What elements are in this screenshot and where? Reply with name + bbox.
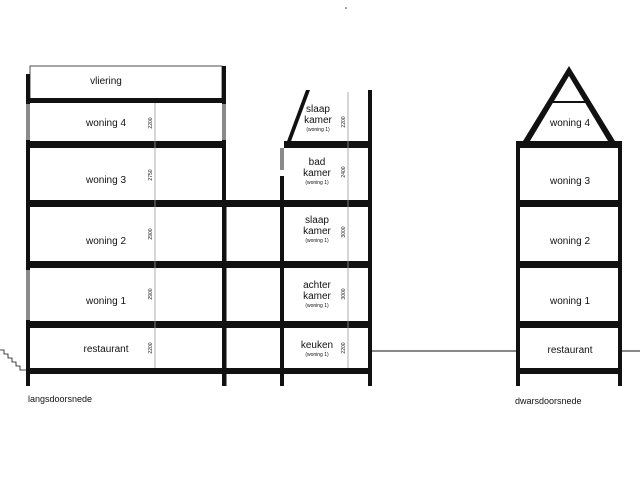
room-sublabel: (woning 1)	[305, 180, 329, 186]
connector	[225, 176, 284, 386]
dimension-label: 2200	[341, 116, 347, 127]
window	[26, 104, 30, 140]
dimension-label: 2200	[341, 342, 347, 353]
vliering-label: vliering	[90, 76, 122, 87]
wall	[222, 66, 226, 386]
floor-slab	[284, 321, 372, 328]
floor-slab	[26, 321, 226, 328]
floor-slab	[516, 321, 622, 328]
room-sublabel: (woning 1)	[305, 238, 329, 244]
window	[280, 148, 284, 170]
sloped-roof	[286, 90, 310, 144]
floor-slab	[226, 321, 282, 328]
middle-section	[280, 90, 372, 386]
caption-dwarsdoorsnede: dwarsdoorsnede	[515, 396, 582, 406]
floor-slab	[516, 141, 622, 148]
room-label-line: slaap	[306, 104, 330, 115]
floor-slab	[516, 261, 622, 268]
floor-slab	[284, 261, 372, 268]
room-label: woning 4	[549, 118, 590, 129]
wall	[280, 176, 284, 386]
dimension-label: 2400	[341, 166, 347, 177]
floor-slab	[26, 368, 226, 374]
room-label: woning 2	[549, 236, 590, 247]
room-sublabel: (woning 1)	[306, 127, 330, 133]
floor-slab	[282, 368, 372, 374]
floor-slab	[26, 261, 226, 268]
dimension-label: 2900	[148, 228, 154, 239]
gable-roof	[520, 66, 618, 146]
right-section	[516, 66, 622, 386]
floor-slab	[284, 200, 372, 207]
room-label-line: kamer	[304, 115, 332, 126]
floor-slab	[516, 368, 622, 374]
dimension-label: 3000	[341, 226, 347, 237]
floor-slab	[226, 200, 282, 207]
room-label-line: kamer	[303, 291, 331, 302]
stair	[0, 349, 26, 371]
room-label: woning 3	[549, 176, 590, 187]
room-label: woning 1	[85, 296, 126, 307]
stray-dot	[345, 7, 347, 9]
window	[26, 270, 30, 320]
wall	[26, 74, 30, 386]
vliering-outline	[29, 65, 223, 101]
floor-slab	[26, 200, 226, 207]
wall	[368, 90, 372, 386]
floor-slab	[226, 368, 282, 374]
room-label: woning 2	[85, 236, 126, 247]
floor-slab	[26, 98, 226, 103]
floor-slab	[516, 200, 622, 207]
room-label-line: bad	[309, 157, 326, 168]
dimension-label: 2200	[148, 342, 154, 353]
room-label-line: achter	[303, 280, 331, 291]
window	[222, 104, 226, 140]
room-label-line: keuken	[301, 340, 333, 351]
room-label: woning 4	[85, 118, 126, 129]
room-label-line: kamer	[303, 226, 331, 237]
room-label: woning 1	[549, 296, 590, 307]
dimension-label: 2200	[148, 117, 154, 128]
room-sublabel: (woning 1)	[305, 303, 329, 309]
room-label-line: slaap	[305, 215, 329, 226]
room-sublabel: (woning 1)	[305, 352, 329, 358]
room-label: restaurant	[83, 344, 128, 355]
dimension-label: 2750	[148, 169, 154, 180]
room-label-line: kamer	[303, 168, 331, 179]
dimension-label: 2900	[148, 288, 154, 299]
floor-slab	[226, 261, 282, 268]
left-section	[0, 65, 226, 386]
floor-slab	[26, 141, 226, 148]
floor-slab	[284, 141, 372, 148]
caption-langsdoorsnede: langsdoorsnede	[28, 394, 92, 404]
dimension-label: 3000	[341, 288, 347, 299]
room-label: woning 3	[85, 175, 126, 186]
room-label: restaurant	[547, 345, 592, 356]
